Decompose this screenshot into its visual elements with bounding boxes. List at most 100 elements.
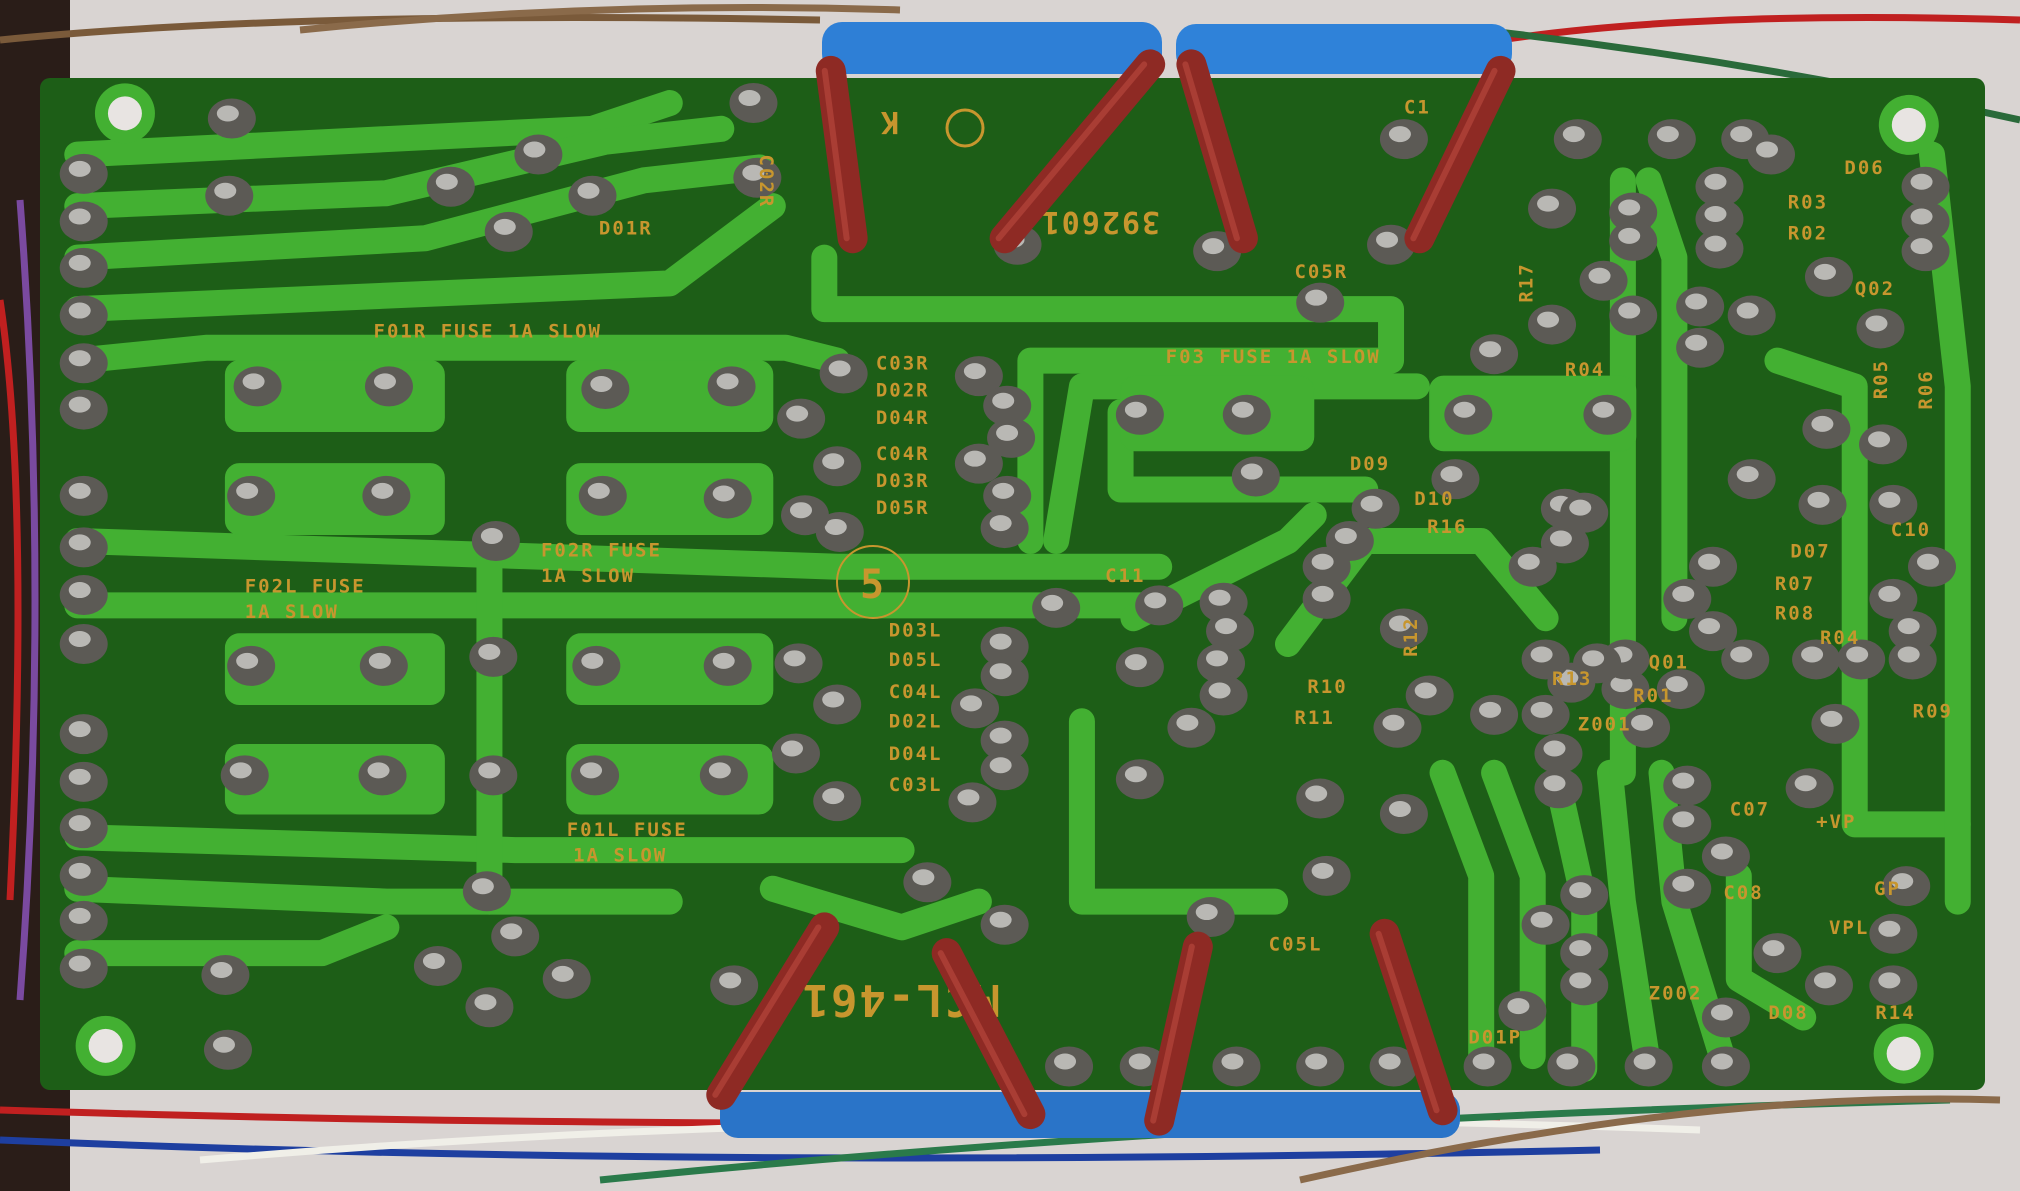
silkscreen-label: R14 [1875,1002,1915,1024]
solder-highlight [1549,530,1572,547]
copper-trace [64,193,786,323]
solder-highlight [1569,940,1592,957]
solder-highlight [551,965,574,982]
solder-highlight [1054,1053,1077,1070]
solder-highlight [822,788,845,805]
solder-highlight [1910,238,1933,255]
solder-highlight [1878,920,1901,937]
solder-highlight [1618,302,1641,319]
solder-highlight [1736,302,1759,319]
silkscreen-label: D06 [1844,157,1884,179]
silkscreen-label: D02L [889,711,943,733]
silkscreen-label: F02R FUSE [541,539,662,561]
solder-highlight [478,643,501,660]
solder-highlight [1665,676,1688,693]
solder-highlight [1240,463,1263,480]
silkscreen-label: C03R [876,353,930,375]
silkscreen-label: F03 FUSE 1A SLOW [1166,346,1381,368]
silkscreen-label: D05L [889,649,943,671]
solder-highlight [786,405,809,422]
red-capacitor-leads [706,49,1516,1136]
solder-highlight [957,789,980,806]
silkscreen-label: +VP [1816,811,1856,833]
solder-highlight [1208,682,1231,699]
solder-highlight [1588,267,1611,284]
solder-highlight [1221,1053,1244,1070]
fuse-pad-area [1429,375,1637,452]
solder-highlight [1360,495,1383,512]
solder-highlight [708,762,731,779]
solder-highlight [1592,401,1615,418]
wire [1499,14,2020,44]
solder-highlight [1311,585,1334,602]
solder-highlight [68,582,91,599]
solder-highlight [790,502,812,519]
silkscreen-label: Z002 [1649,982,1703,1004]
solder-highlight [1479,701,1502,718]
solder-highlight [1631,714,1654,731]
board-mark: K [879,104,899,139]
solder-highlight [1388,615,1411,632]
solder-highlight [783,650,806,667]
solder-highlight [435,173,458,190]
silkscreen-label: R11 [1294,707,1334,729]
solder-highlight [1794,775,1817,792]
silkscreen-label: D07 [1790,541,1830,563]
lead-highlight [1375,930,1440,1114]
copper-trace [759,875,992,941]
solder-highlight [1202,238,1225,255]
copper-trace [1764,347,1971,838]
mounting-hole [107,96,142,131]
solder-highlight [1698,553,1721,570]
section-number: 5 [860,562,886,608]
solder-highlight [1710,843,1733,860]
solder-highlight [989,757,1012,774]
solder-highlight [1710,1053,1733,1070]
solder-highlight [68,721,91,738]
solder-highlight [963,363,986,380]
silkscreen-label: R06 [1915,369,1937,409]
solder-highlight [1305,289,1328,306]
copper-trace [1429,759,1495,1083]
silkscreen-label: 1A SLOW [573,845,667,867]
solder-highlight [989,515,1012,532]
silkscreen-label: D01R [599,217,653,239]
solder-highlight [68,815,91,832]
silkscreen-label: C11 [1105,565,1145,587]
solder-highlight [1704,173,1727,190]
silkscreen-label: R16 [1427,516,1467,538]
solder-highlight [590,375,613,392]
silkscreen-label: R03 [1788,192,1828,214]
solder-highlight [719,972,742,989]
silkscreen-label: R02 [1788,223,1828,245]
solder-highlight [1698,618,1721,635]
solder-highlight [1704,235,1727,252]
copper-trace [1120,502,1327,632]
solder-highlight [214,182,237,199]
silkscreen-label: R04 [1565,359,1605,381]
solder-highlight [912,869,935,886]
solder-highlight [493,218,516,235]
solder-highlight [1685,293,1708,310]
section-circle [836,545,910,619]
solder-highlight [1124,401,1147,418]
solder-highlight [1656,126,1679,143]
solder-highlight [1311,862,1334,879]
blue-capacitor-top-left [822,22,1162,74]
solder-highlight [471,878,494,895]
blue-capacitor-bottom [720,1092,1460,1138]
lead-highlight [937,950,1028,1118]
solder-highlight [1543,740,1566,757]
solder-highlight [1128,1053,1151,1070]
solder-highlight [236,652,259,669]
serial-number: 392601 [1040,204,1160,239]
copper-trace [1725,862,1817,1031]
silkscreen-label: R12 [1400,617,1422,657]
solder-highlight [1910,208,1933,225]
silkscreen-label: R10 [1307,676,1347,698]
solder-highlight [1537,195,1560,212]
solder-highlight [822,691,845,708]
solder-highlight [712,652,735,669]
silkscreen-label: R04 [1820,627,1860,649]
solder-pads [59,83,1956,1087]
